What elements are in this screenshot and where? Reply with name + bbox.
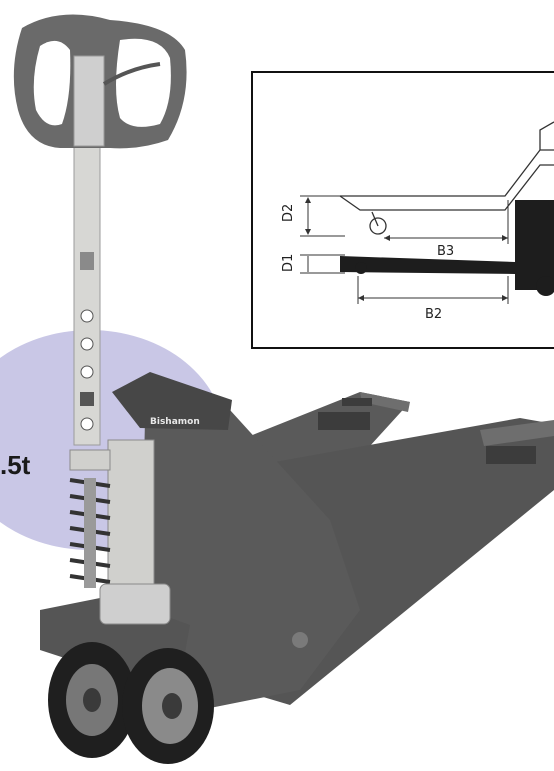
capacity-badge-text: .5t [0,450,31,480]
label-d2: D2 [281,204,296,222]
handle-mast [73,144,101,446]
hydraulic-pump [69,439,171,625]
label-b2: B2 [425,307,442,322]
steer-wheels [48,642,214,764]
brand-label: Bishamon [150,417,200,427]
tiller-handle [13,14,187,149]
label-b3: B3 [437,244,454,259]
dimension-diagram: D2 B3 D1 B2 [251,71,554,349]
label-d1: D1 [281,254,296,272]
